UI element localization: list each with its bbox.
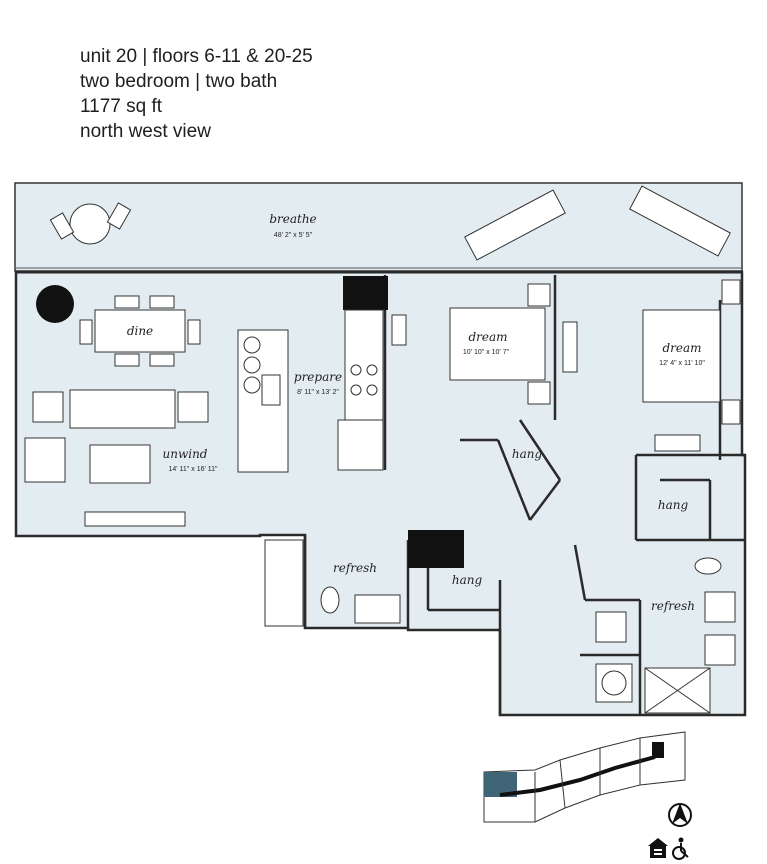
- sofa: [69, 389, 176, 429]
- hang3-label: hang: [452, 573, 483, 587]
- unit-view: north west view: [80, 121, 211, 142]
- north-arrow-icon: [668, 803, 692, 827]
- column: [343, 276, 388, 310]
- balcony-chair: [49, 212, 75, 240]
- refresh1-label: refresh: [333, 561, 377, 575]
- unit-header: unit 20 | floors 6-11 & 20-25 two bedroo…: [80, 44, 313, 144]
- accessibility-icon: [672, 837, 689, 860]
- breathe-dim: 48' 2" x 5' 5": [274, 232, 313, 239]
- armchair: [24, 437, 66, 483]
- dream1-label: dream: [468, 330, 507, 344]
- dream2-dim: 12' 4" x 11' 10": [659, 360, 705, 367]
- dream2-label: dream: [662, 341, 701, 355]
- window-wall: [16, 267, 742, 274]
- dining-table: [94, 309, 186, 353]
- column-round: [36, 285, 74, 323]
- bedroom-1: dream 10' 10" x 10' 7": [449, 283, 578, 405]
- hang1-label: hang: [512, 447, 543, 461]
- equal-housing-icon: [648, 838, 668, 858]
- coffee-table: [89, 444, 151, 484]
- kitchen-island: [237, 329, 289, 473]
- bed: [642, 309, 721, 403]
- hang2-label: hang: [658, 498, 689, 512]
- bathroom-1: refresh: [264, 539, 401, 627]
- dine-label: dine: [127, 324, 153, 338]
- unit-floors: unit 20 | floors 6-11 & 20-25: [80, 46, 313, 67]
- balcony: breathe 48' 2" x 5' 5": [14, 182, 743, 272]
- sink: [704, 591, 736, 623]
- balcony-floor: [14, 182, 743, 272]
- prepare-dim: 8' 11" x 13' 2": [297, 389, 339, 396]
- balcony-table: [69, 203, 111, 245]
- lounge-chair: [629, 185, 731, 257]
- toilet: [320, 586, 340, 614]
- bedroom-2: dream 12' 4" x 11' 10": [642, 279, 741, 452]
- bathroom-2: refresh: [595, 557, 736, 714]
- key-plan: [483, 731, 686, 823]
- vanity: [354, 594, 401, 624]
- toilet: [694, 557, 722, 575]
- washer: [595, 611, 627, 643]
- column: [408, 530, 464, 568]
- sink: [704, 634, 736, 666]
- breathe-label: breathe: [269, 212, 316, 226]
- dream1-dim: 10' 10" x 10' 7": [463, 349, 510, 356]
- unit-area: 1177 sq ft: [80, 96, 163, 117]
- prepare-label: prepare: [294, 370, 342, 384]
- fridge: [337, 419, 384, 471]
- refresh2-label: refresh: [651, 599, 695, 613]
- bed: [449, 307, 546, 381]
- kitchen-counter: [337, 309, 407, 471]
- lounge-chair: [464, 189, 566, 261]
- unit-bedrooms: two bedroom | two bath: [80, 71, 278, 92]
- balcony-chair: [106, 202, 132, 230]
- dining-area: dine: [79, 295, 201, 367]
- sink: [261, 374, 281, 406]
- unwind-dim: 14' 11" x 16' 11": [168, 466, 218, 473]
- key-plan-highlight: [484, 772, 517, 797]
- bathtub: [264, 539, 304, 627]
- unwind-label: unwind: [163, 447, 208, 461]
- tv-console: [84, 511, 186, 527]
- living-area: unwind 14' 11" x 16' 11": [24, 389, 218, 527]
